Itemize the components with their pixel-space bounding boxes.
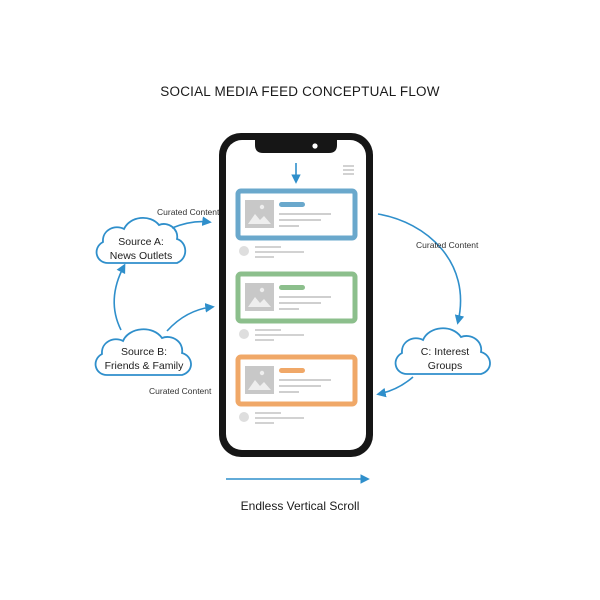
phone-notch (255, 140, 337, 153)
source-a-label: Source A: News Outlets (100, 235, 182, 263)
source-a-name: News Outlets (109, 250, 173, 262)
source-c-title: C: Interest (420, 346, 470, 358)
avatar (239, 412, 249, 422)
diagram-title: SOCIAL MEDIA FEED CONCEPTUAL FLOW (160, 84, 440, 99)
flow-arrow (376, 376, 414, 398)
source-c-name: Groups (427, 360, 463, 372)
menu-icon (343, 165, 354, 175)
list-item (239, 246, 304, 258)
curated-content-label-top-left: Curated Content (157, 207, 220, 217)
feed-card (235, 188, 358, 241)
source-a-title: Source A: (118, 236, 164, 248)
source-b-name: Friends & Family (104, 360, 184, 372)
flow-arrow (377, 213, 465, 325)
flow-arrow (171, 216, 212, 229)
flow-arrow (113, 263, 126, 331)
source-c-label: C: Interest Groups (400, 345, 490, 373)
flow-arrow (166, 303, 215, 332)
cloud-icon (394, 327, 491, 375)
feed-card (235, 271, 358, 324)
curated-content-label-right: Curated Content (416, 240, 479, 250)
list-item (239, 412, 304, 424)
avatar (239, 246, 249, 256)
list-item (239, 329, 304, 341)
feed-card (235, 354, 358, 407)
cloud-icon (94, 328, 192, 376)
source-b-title: Source B: (120, 346, 168, 358)
curated-content-label-bottom-left: Curated Content (149, 386, 212, 396)
source-b-label: Source B: Friends & Family (96, 345, 192, 373)
cloud-icon (95, 217, 187, 264)
scroll-label: Endless Vertical Scroll (240, 499, 360, 513)
camera-icon (312, 143, 318, 149)
avatar (239, 329, 249, 339)
